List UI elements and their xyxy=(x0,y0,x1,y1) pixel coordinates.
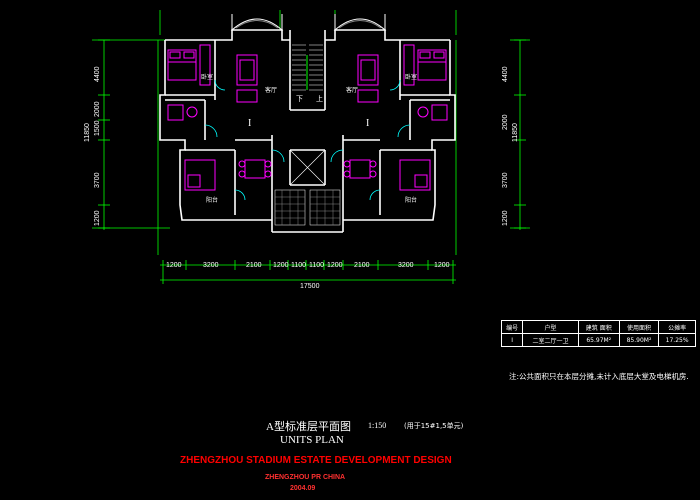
room-label-living-right: 客厅 xyxy=(346,87,359,94)
table-header-cell: 使用面积 xyxy=(618,320,660,334)
table-cell: 17.25% xyxy=(658,333,696,347)
stair-up-label: 上 xyxy=(316,95,323,103)
room-label-balcony-left: 阳台 xyxy=(206,197,219,204)
company-name: ZHENGZHOU STADIUM ESTATE DEVELOPMENT DES… xyxy=(180,455,452,466)
dim-bottom-8: 2100 xyxy=(354,262,370,269)
table-header-cell: 编号 xyxy=(500,320,524,334)
table-cell: 65.97M² xyxy=(577,333,620,347)
unit-mark-left: I xyxy=(248,118,252,129)
dim-right-1: 4400 xyxy=(502,66,509,82)
dim-right-4: 1200 xyxy=(502,210,509,226)
table-cell: 85.90M² xyxy=(618,333,660,347)
dim-bottom-5: 1100 xyxy=(291,262,307,269)
dim-bottom-6: 1100 xyxy=(309,262,325,269)
room-label-bedroom-right: 卧室 xyxy=(405,74,418,81)
dim-left-1: 4400 xyxy=(94,66,101,82)
dim-bottom-3: 2100 xyxy=(246,262,262,269)
dim-bottom-total: 17500 xyxy=(300,283,320,290)
table-header-cell: 公摊率 xyxy=(658,320,696,334)
axis-lines xyxy=(92,10,530,284)
table-cell: 二室二厅一卫 xyxy=(522,333,579,347)
area-table: 编号 户型 建筑 面积 使用面积 公摊率 I 二室二厅一卫 65.97M² 85… xyxy=(500,320,696,347)
dim-left-2: 2000 xyxy=(94,101,101,117)
table-row: I 二室二厅一卫 65.97M² 85.90M² 17.25% xyxy=(500,333,696,347)
area-table-header: 编号 户型 建筑 面积 使用面积 公摊率 xyxy=(500,320,696,334)
dim-bottom-4: 1200 xyxy=(273,262,289,269)
dim-left-5: 1200 xyxy=(94,210,101,226)
plan-subtitle: (用于15#1,5单元) xyxy=(404,422,464,430)
stair-down-label: 下 xyxy=(296,95,303,103)
dim-left-3: 1500 xyxy=(94,120,101,136)
dim-bottom-7: 1200 xyxy=(327,262,343,269)
unit-mark-right: I xyxy=(366,118,370,129)
table-header-cell: 建筑 面积 xyxy=(577,320,620,334)
dim-bottom-2: 3200 xyxy=(203,262,219,269)
room-label-bedroom-left: 卧室 xyxy=(201,74,214,81)
area-note: 注:公共面积只在本层分摊,未计入底层大堂及电梯机房. xyxy=(509,372,689,381)
lower-balconies xyxy=(274,189,341,226)
furniture xyxy=(167,44,448,191)
dim-right-3: 3700 xyxy=(502,172,509,188)
doors xyxy=(204,79,411,201)
plan-scale: 1:150 xyxy=(368,421,387,430)
plan-title: A型标准层平面图 xyxy=(266,421,351,433)
dim-right-total: 11850 xyxy=(512,123,519,142)
table-header-cell: 户型 xyxy=(522,320,579,334)
dim-bottom-10: 1200 xyxy=(434,262,450,269)
dim-left-4: 3700 xyxy=(94,172,101,188)
plan-title-en: UNITS PLAN xyxy=(280,434,344,446)
walls xyxy=(159,29,456,233)
room-label-living-left: 客厅 xyxy=(265,87,278,94)
dim-bottom-9: 3200 xyxy=(398,262,414,269)
company-location: ZHENGZHOU PR CHINA xyxy=(265,474,346,481)
table-cell: I xyxy=(500,333,524,347)
room-label-balcony-right: 阳台 xyxy=(405,197,418,204)
shaft xyxy=(289,149,326,186)
dim-right-2: 2000 xyxy=(502,114,509,130)
plan-date: 2004.09 xyxy=(290,485,316,492)
dim-left-total: 11850 xyxy=(84,123,91,142)
dim-bottom-1: 1200 xyxy=(166,262,182,269)
top-balconies xyxy=(230,14,387,31)
stair-treads xyxy=(292,44,323,91)
